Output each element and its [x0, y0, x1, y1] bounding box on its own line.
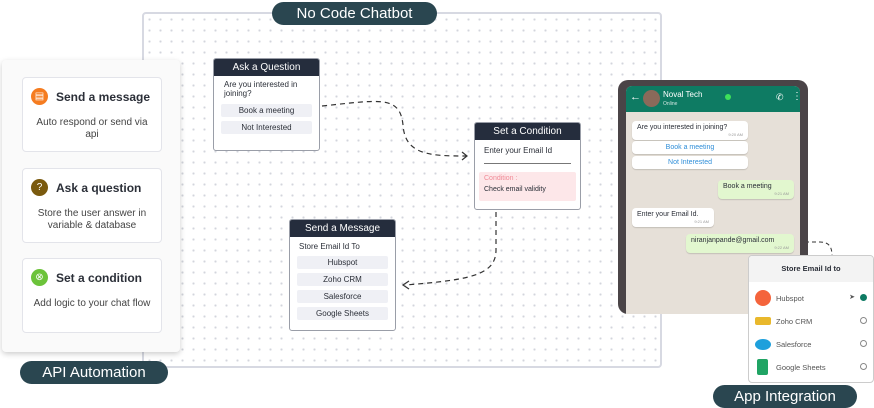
node-set-condition[interactable]: Set a Condition Enter your Email Id Cond… — [474, 122, 581, 210]
condition-icon: ⊗ — [31, 269, 48, 286]
google-sheets-icon — [757, 359, 768, 375]
radio-selected — [860, 294, 867, 301]
chat-header: ← Noval Tech Online ✆ ⋮ — [626, 86, 800, 112]
salesforce-icon — [755, 339, 771, 350]
store-option-zoho[interactable]: Zoho CRM — [755, 311, 867, 331]
store-option-hubspot[interactable]: Hubspot➤ — [755, 288, 867, 308]
radio — [860, 340, 867, 347]
hubspot-icon — [755, 290, 771, 306]
input-line — [484, 163, 571, 164]
node-prompt: Enter your Email Id — [484, 146, 553, 155]
node-option[interactable]: Not Interested — [221, 121, 312, 134]
node-send-message[interactable]: Send a Message Store Email Id To Hubspot… — [289, 219, 396, 331]
store-email-panel: Store Email Id to Hubspot➤ Zoho CRM Sale… — [748, 255, 874, 383]
condition-label: Condition : — [484, 175, 518, 182]
add-call-icon[interactable]: ✆ — [776, 92, 784, 102]
radio — [860, 363, 867, 370]
card-title: Send a message — [56, 90, 151, 104]
card-set-condition[interactable]: ⊗ Set a condition Add logic to your chat… — [22, 258, 162, 333]
store-option-salesforce[interactable]: Salesforce — [755, 334, 867, 354]
card-desc: Add logic to your chat flow — [33, 298, 151, 309]
back-arrow-icon[interactable]: ← — [630, 91, 641, 103]
card-desc: Auto respond or send via api — [36, 117, 148, 140]
question-icon: ? — [31, 179, 48, 196]
canvas-title: No Code Chatbot — [272, 2, 437, 25]
message-icon: ▤ — [31, 88, 48, 105]
store-option-google-sheets[interactable]: Google Sheets — [755, 357, 867, 377]
node-title: Ask a Question — [214, 59, 319, 76]
node-option[interactable]: Google Sheets — [297, 307, 388, 320]
api-automation-label: API Automation — [20, 361, 168, 384]
avatar — [643, 90, 660, 107]
chat-message: Enter your Email Id.9:21 AM — [632, 208, 714, 227]
chat-button-not-interested[interactable]: Not Interested — [632, 156, 748, 169]
node-option[interactable]: Salesforce — [297, 290, 388, 303]
card-desc: Store the user answer in variable & data… — [37, 208, 147, 231]
chat-message: Are you interested in joining?9:20 AM — [632, 121, 748, 140]
node-prompt: Store Email Id To — [299, 242, 360, 251]
api-automation-panel: ▤ Send a message Auto respond or send vi… — [2, 60, 180, 352]
node-ask-question[interactable]: Ask a Question Are you interested in joi… — [213, 58, 320, 151]
online-dot-icon — [725, 94, 731, 100]
contact-status: Online — [663, 101, 678, 107]
radio — [860, 317, 867, 324]
card-ask-question[interactable]: ? Ask a question Store the user answer i… — [22, 168, 162, 243]
card-send-message[interactable]: ▤ Send a message Auto respond or send vi… — [22, 77, 162, 152]
node-question: Are you interested in joining? — [224, 80, 298, 98]
contact-name: Noval Tech — [663, 90, 703, 99]
node-title: Set a Condition — [475, 123, 580, 140]
node-title: Send a Message — [290, 220, 395, 237]
store-title: Store Email Id to — [749, 256, 873, 282]
cursor-icon: ➤ — [849, 294, 855, 301]
more-icon[interactable]: ⋮ — [792, 91, 800, 102]
app-integration-label: App Integration — [713, 385, 857, 408]
condition-text: Check email validity — [484, 186, 546, 193]
card-title: Ask a question — [56, 181, 142, 195]
card-title: Set a condition — [56, 271, 143, 285]
node-option[interactable]: Zoho CRM — [297, 273, 388, 286]
chat-button-book[interactable]: Book a meeting — [632, 141, 748, 154]
node-option[interactable]: Book a meeting — [221, 104, 312, 117]
node-option[interactable]: Hubspot — [297, 256, 388, 269]
zoho-icon — [755, 317, 771, 325]
